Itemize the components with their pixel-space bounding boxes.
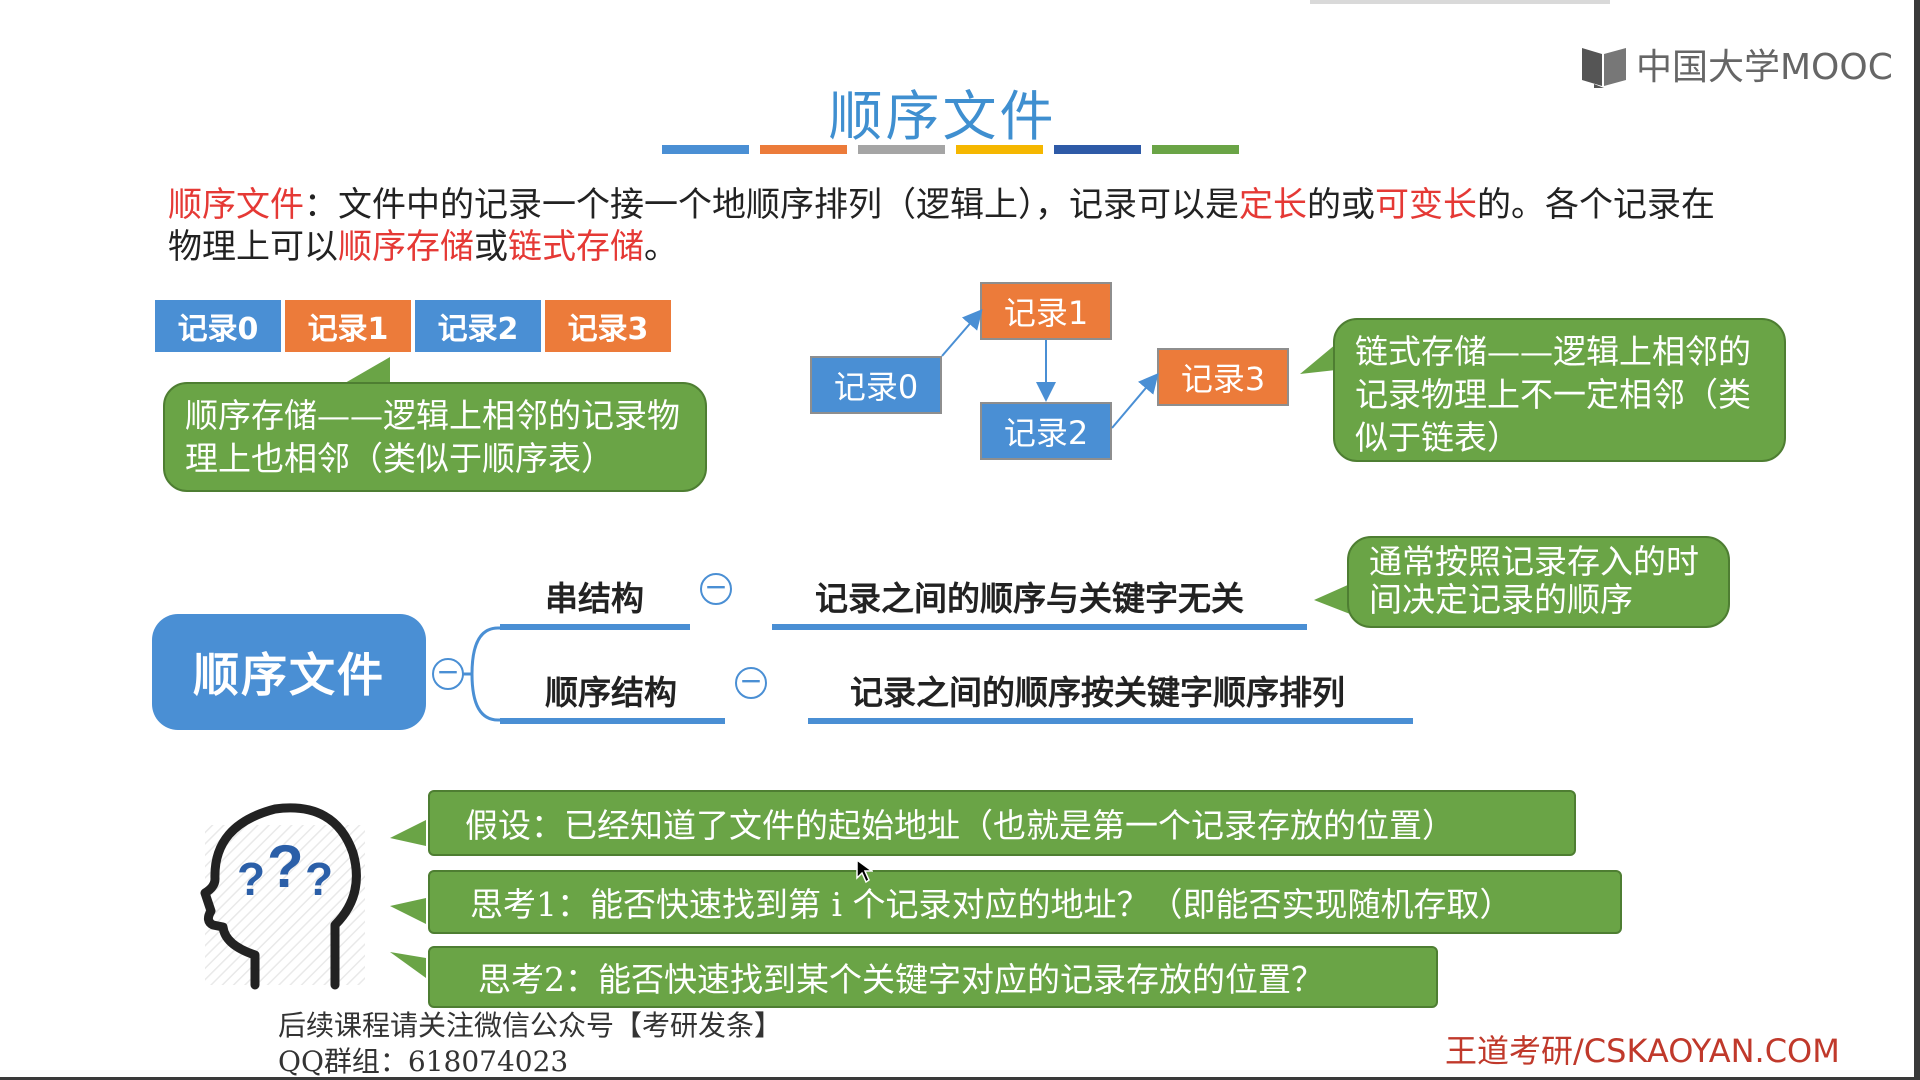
branch1-desc-underline bbox=[772, 624, 1307, 630]
seq-storage-callout: 顺序存储——逻辑上相邻的记录物理上也相邻（类似于顺序表） bbox=[163, 382, 707, 492]
branch1-description: 记录之间的顺序与关键字无关 bbox=[815, 579, 1244, 618]
branch1-note-callout: 通常按照记录存入的时间决定记录的顺序 bbox=[1347, 536, 1730, 628]
footer-qq-group: QQ群组：618074023 bbox=[278, 1045, 569, 1078]
thinking-head-icon: ? ? ? bbox=[200, 803, 365, 990]
branch2-underline bbox=[500, 718, 725, 724]
branch-string-structure: 串结构 bbox=[545, 579, 644, 618]
footer-wechat-note: 后续课程请关注微信公众号【考研发条】 bbox=[278, 1009, 783, 1042]
branch2-description: 记录之间的顺序按关键字顺序排列 bbox=[850, 673, 1345, 712]
thought1-bar: 思考1：能否快速找到第 i 个记录对应的地址？（即能否实现随机存取） bbox=[428, 870, 1622, 934]
title-bar-darkblue bbox=[1054, 145, 1141, 154]
linked-callout-pointer bbox=[1300, 344, 1336, 374]
title-bar-yellow bbox=[956, 145, 1043, 154]
title-bar-green bbox=[1152, 145, 1239, 154]
linked-record-0: 记录0 bbox=[810, 356, 942, 414]
linked-record-2: 记录2 bbox=[980, 402, 1112, 460]
seq-record-0: 记录0 bbox=[155, 300, 281, 352]
slide-title: 顺序文件 bbox=[828, 85, 1057, 148]
thought2-bar: 思考2：能否快速找到某个关键字对应的记录存放的位置？ bbox=[428, 946, 1438, 1008]
linked-storage-callout: 链式存储——逻辑上相邻的记录物理上不一定相邻（类似于链表） bbox=[1333, 318, 1786, 462]
svg-text:?: ? bbox=[237, 853, 265, 905]
question3-pointer bbox=[390, 952, 426, 978]
mindmap-connector bbox=[462, 626, 518, 722]
intro-text-4: 或 bbox=[474, 227, 508, 267]
brand-watermark: 王道考研/CSKAOYAN.COM bbox=[1445, 1032, 1840, 1070]
collapse-branch2-icon[interactable]: − bbox=[735, 667, 767, 699]
mooc-book-icon bbox=[1580, 44, 1630, 88]
seq-record-1: 记录1 bbox=[285, 300, 411, 352]
term-variable-length: 可变长 bbox=[1375, 185, 1477, 225]
top-edge-strip bbox=[1310, 0, 1610, 4]
linked-arrows bbox=[941, 308, 1159, 429]
branch-sequential-structure: 顺序结构 bbox=[545, 673, 677, 712]
mindmap-root: 顺序文件 bbox=[152, 614, 426, 730]
term-sequential-storage: 顺序存储 bbox=[338, 227, 474, 267]
linked-record-3: 记录3 bbox=[1157, 348, 1289, 406]
title-bar-gray bbox=[858, 145, 945, 154]
branch2-desc-underline bbox=[808, 718, 1413, 724]
svg-text:?: ? bbox=[267, 833, 304, 900]
intro-text-3: 的。各个记录在物理上可以 bbox=[168, 185, 1715, 267]
intro-text-2: 的或 bbox=[1307, 185, 1375, 225]
collapse-branch1-icon[interactable]: − bbox=[700, 573, 732, 605]
linked-record-1: 记录1 bbox=[980, 282, 1112, 340]
seq-record-2: 记录2 bbox=[415, 300, 541, 352]
branch1-underline bbox=[500, 624, 690, 630]
intro-text-1: ：文件中的记录一个接一个地顺序排列（逻辑上），记录可以是 bbox=[304, 185, 1239, 225]
question1-pointer bbox=[390, 820, 426, 846]
term-fixed-length: 定长 bbox=[1239, 185, 1307, 225]
assumption-bar: 假设：已经知道了文件的起始地址（也就是第一个记录存放的位置） bbox=[428, 790, 1576, 856]
branch1-note-pointer bbox=[1314, 584, 1350, 614]
title-bar-blue bbox=[662, 145, 749, 154]
term-linked-storage: 链式存储 bbox=[508, 227, 644, 267]
title-bar-orange bbox=[760, 145, 847, 154]
seq-callout-pointer bbox=[345, 357, 390, 383]
logo-text: 中国大学MOOC bbox=[1636, 47, 1893, 88]
svg-text:?: ? bbox=[305, 853, 333, 905]
mouse-cursor-icon bbox=[856, 858, 873, 884]
intro-text-5: 。 bbox=[644, 227, 678, 267]
question2-pointer bbox=[390, 898, 426, 924]
mooc-logo: 中国大学MOOC bbox=[1580, 42, 1893, 88]
seq-record-3: 记录3 bbox=[545, 300, 671, 352]
term-sequential-file: 顺序文件 bbox=[168, 185, 304, 225]
intro-paragraph: 顺序文件：文件中的记录一个接一个地顺序排列（逻辑上），记录可以是定长的或可变长的… bbox=[168, 184, 1748, 268]
